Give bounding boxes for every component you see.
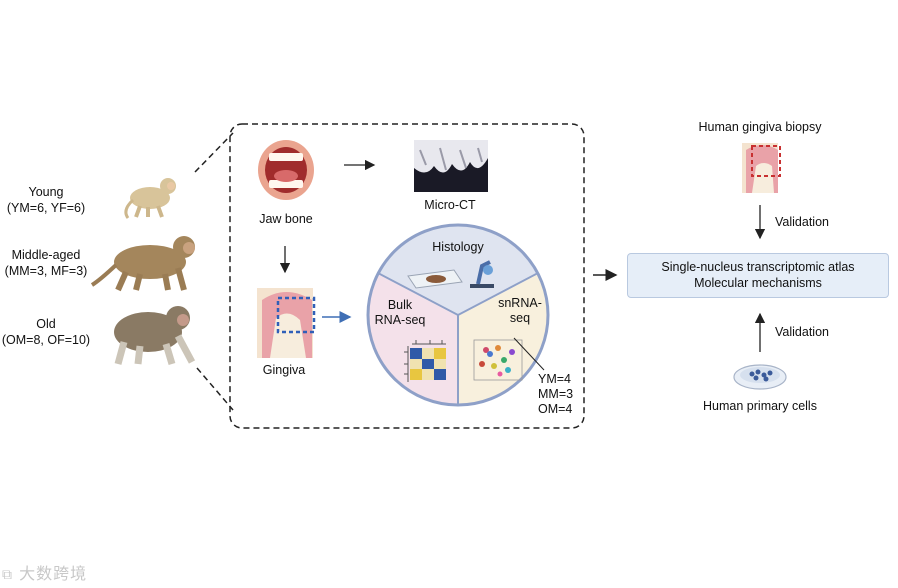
- sn-count-om: OM=4: [538, 402, 573, 416]
- jaw-bone-label: Jaw bone: [259, 212, 313, 226]
- young-monkey-icon: [124, 178, 176, 219]
- sn-count-leader: [513, 337, 545, 371]
- group-old-label: Old: [36, 317, 56, 331]
- gingiva-label: Gingiva: [262, 363, 306, 377]
- zoom-line-top: [194, 132, 234, 173]
- atlas-line1: Single-nucleus transcriptomic atlas: [661, 260, 855, 274]
- middle-aged-monkey-icon: [90, 236, 195, 292]
- group-young-label: Young: [28, 185, 64, 199]
- gingiva-selection-box: [276, 296, 316, 334]
- atlas-line2: Molecular mechanisms: [694, 276, 822, 290]
- validation-top-label: Validation: [775, 215, 829, 229]
- group-middle-aged-counts: (MM=3, MF=3): [4, 264, 88, 278]
- micro-ct-image: [414, 140, 488, 192]
- biopsy-selection-box: [751, 145, 781, 177]
- sample-frame: [229, 123, 585, 429]
- sn-count-mm: MM=3: [538, 387, 574, 401]
- primary-cells-label: Human primary cells: [703, 399, 817, 413]
- microscope-icon: [470, 260, 494, 288]
- validation-bottom-label: Validation: [775, 325, 829, 339]
- watermark-logo: ⧉ 大数跨境: [2, 564, 88, 583]
- slide-icon: [407, 269, 463, 289]
- old-monkey-icon: [114, 306, 196, 366]
- petri-dish-icon: [733, 364, 787, 390]
- watermark-text: 大数跨境: [19, 564, 88, 583]
- bulk-label-line1: Bulk: [387, 298, 413, 312]
- bulk-label-line2: RNA-seq: [374, 313, 426, 327]
- group-middle-aged-label: Middle-aged: [11, 248, 81, 262]
- atlas-box: Single-nucleus transcriptomic atlas Mole…: [627, 253, 889, 298]
- umap-scatter-thumbnail: [473, 339, 523, 381]
- micro-ct-label: Micro-CT: [424, 198, 476, 212]
- group-old-counts: (OM=8, OF=10): [1, 333, 91, 347]
- sn-count-ym: YM=4: [538, 372, 572, 386]
- jaw-mouth-icon: [258, 140, 314, 200]
- human-biopsy-image: [742, 143, 781, 193]
- snrna-label-line2: seq: [509, 311, 531, 325]
- gingiva-tissue-image: [257, 288, 316, 358]
- snrna-label-line1: snRNA-: [498, 296, 542, 310]
- histology-label: Histology: [432, 240, 484, 254]
- heatmap-thumbnail: [404, 340, 446, 382]
- zoom-line-bottom: [196, 367, 234, 411]
- human-biopsy-label: Human gingiva biopsy: [698, 120, 822, 134]
- group-young-counts: (YM=6, YF=6): [6, 201, 86, 215]
- assay-pie: [366, 223, 550, 407]
